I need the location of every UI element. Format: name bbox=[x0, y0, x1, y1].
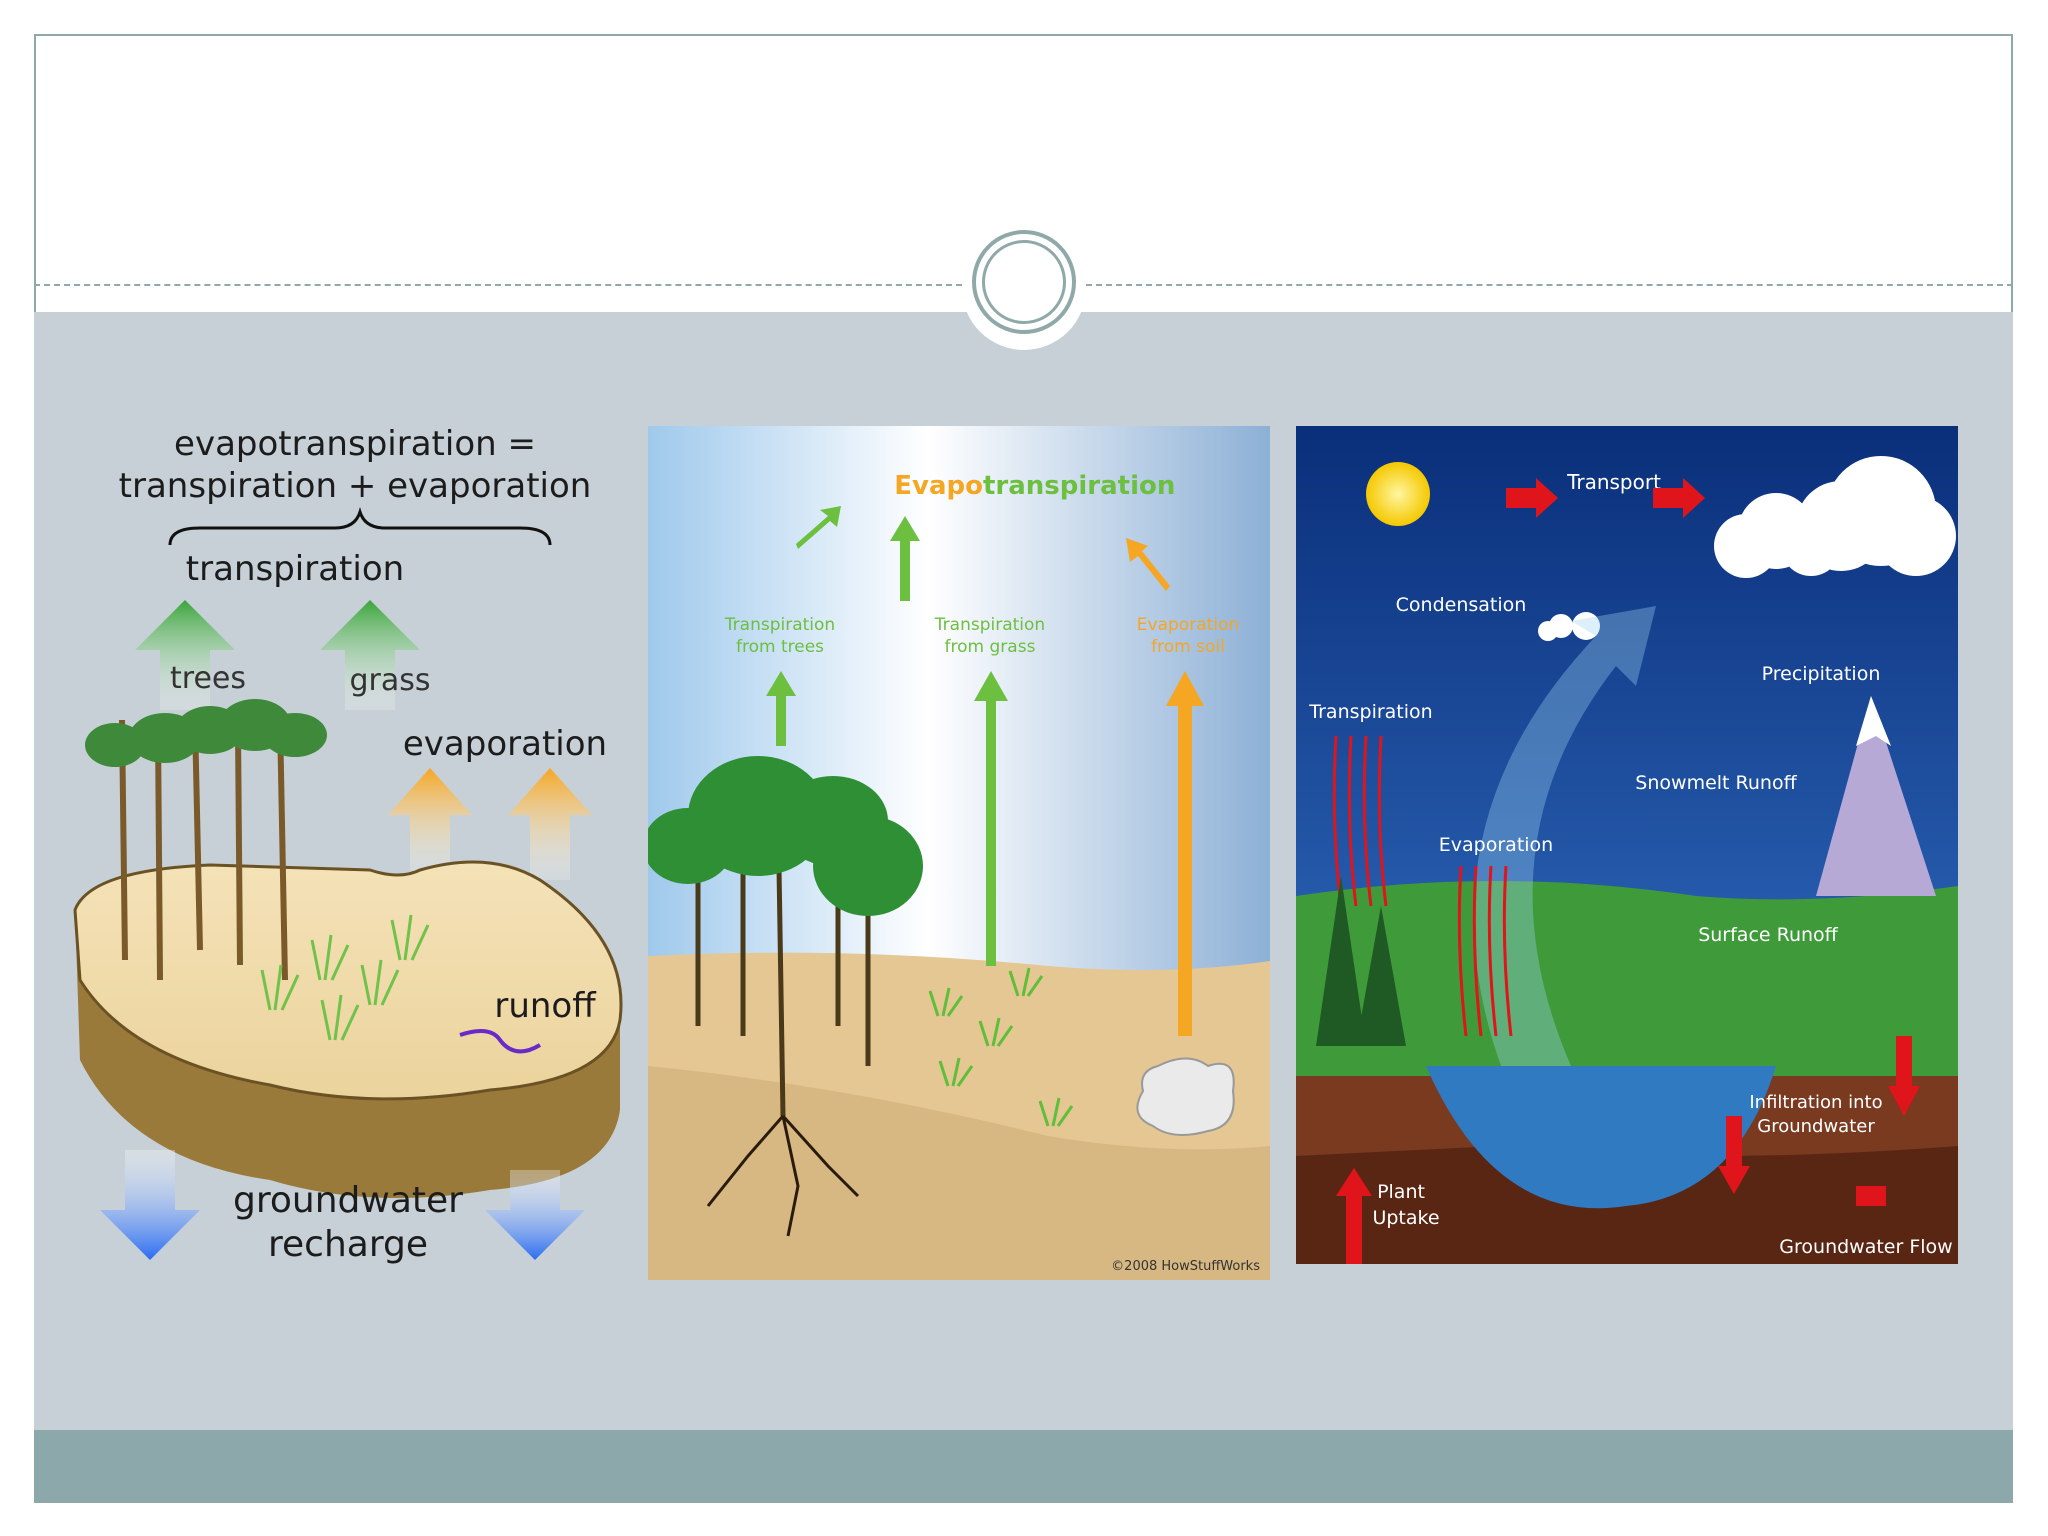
grass-patches bbox=[260, 914, 430, 1041]
transport-label: Transport bbox=[1566, 470, 1661, 494]
evaporation-arrow-1 bbox=[388, 768, 472, 875]
equation-brace bbox=[168, 506, 552, 546]
header-divider-left bbox=[34, 284, 962, 286]
cycle-arrow bbox=[1473, 606, 1656, 1066]
trees-up-arrow bbox=[766, 671, 796, 746]
evapotranspiration-diagram-2: Evapo transpiration Transpiration from t… bbox=[648, 426, 1270, 1280]
trees-text-line-1: Transpiration bbox=[724, 615, 835, 635]
panel2-title-transpiration: transpiration bbox=[983, 471, 1175, 501]
water-cycle-diagram: Transport Condensation Precipitation Tra… bbox=[1296, 426, 1958, 1264]
grass-up-arrow-top bbox=[890, 516, 920, 601]
header-circle-ornament bbox=[972, 230, 1076, 334]
grass-text-line-2: from grass bbox=[945, 637, 1036, 657]
grass-text-line-1: Transpiration bbox=[934, 615, 1045, 635]
soil-puddle bbox=[1136, 1057, 1235, 1136]
land-surface bbox=[1296, 881, 1958, 1076]
soil-block-top bbox=[73, 860, 623, 1101]
groundwater-line-2: recharge bbox=[268, 1224, 428, 1265]
lower-soil bbox=[648, 1066, 1270, 1280]
transpiration-streams bbox=[1332, 735, 1513, 1037]
footer-bar bbox=[34, 1430, 2013, 1501]
precipitation-label: Precipitation bbox=[1762, 663, 1881, 685]
trees-label: trees bbox=[170, 661, 246, 696]
transpiration-label: transpiration bbox=[186, 549, 404, 589]
transpiration-label: Transpiration bbox=[1308, 701, 1432, 723]
infiltration-line-1: Infiltration into bbox=[1749, 1092, 1882, 1113]
sun-icon bbox=[1366, 462, 1430, 526]
soil-up-arrow bbox=[1166, 671, 1204, 1036]
trees-diagonal-arrow bbox=[796, 506, 841, 549]
surface-runoff-label: Surface Runoff bbox=[1698, 924, 1838, 946]
condensation-label: Condensation bbox=[1396, 594, 1527, 616]
panel2-title-evapo: Evapo bbox=[894, 471, 983, 501]
conifer-trees bbox=[1316, 876, 1406, 1046]
trees-transpiration-arrow bbox=[135, 600, 235, 710]
grass-up-arrow bbox=[974, 671, 1008, 966]
trees-text-line-2: from trees bbox=[736, 637, 824, 657]
tree-canopy bbox=[85, 699, 327, 767]
soil-text-line-1: Evaporation bbox=[1137, 615, 1239, 635]
soil-diagonal-arrow bbox=[1126, 538, 1170, 591]
equation-line-1: evapotranspiration = bbox=[174, 424, 536, 464]
copyright-label: ©2008 HowStuffWorks bbox=[1111, 1259, 1260, 1274]
groundwater-line-1: groundwater bbox=[233, 1180, 463, 1221]
evaporation-label: evaporation bbox=[403, 724, 607, 764]
runoff-label: runoff bbox=[494, 986, 597, 1026]
evapotranspiration-diagram-1: evapotranspiration = transpiration + eva… bbox=[73, 424, 623, 1265]
header-divider-right bbox=[1086, 284, 2013, 286]
panel2-tree-roots bbox=[706, 1114, 860, 1237]
panel2-grass bbox=[928, 967, 1074, 1127]
groundwater-arrow-left bbox=[100, 1150, 200, 1260]
plant-uptake-line-1: Plant bbox=[1377, 1181, 1425, 1203]
runoff-arrow bbox=[459, 1029, 542, 1054]
snowmelt-label: Snowmelt Runoff bbox=[1635, 772, 1797, 794]
grass-transpiration-arrow bbox=[320, 600, 420, 710]
mountain bbox=[1816, 696, 1936, 896]
grass-label: grass bbox=[349, 663, 430, 698]
equation-line-2: transpiration + evaporation bbox=[119, 466, 592, 506]
clouds bbox=[1538, 456, 1956, 641]
evaporation-label: Evaporation bbox=[1439, 834, 1553, 856]
soil-text-line-2: from soil bbox=[1151, 637, 1225, 657]
infiltration-line-2: Groundwater bbox=[1757, 1116, 1875, 1137]
panel2-tree-canopy bbox=[648, 756, 923, 916]
groundwater-arrow-right bbox=[485, 1170, 585, 1260]
groundwater-flow-label: Groundwater Flow bbox=[1779, 1236, 1952, 1258]
mountain-snowcap bbox=[1856, 696, 1891, 746]
red-process-arrows bbox=[1336, 478, 1920, 1264]
evaporation-arrow-2 bbox=[508, 768, 592, 880]
lake bbox=[1426, 1066, 1776, 1209]
plant-uptake-line-2: Uptake bbox=[1372, 1207, 1439, 1229]
